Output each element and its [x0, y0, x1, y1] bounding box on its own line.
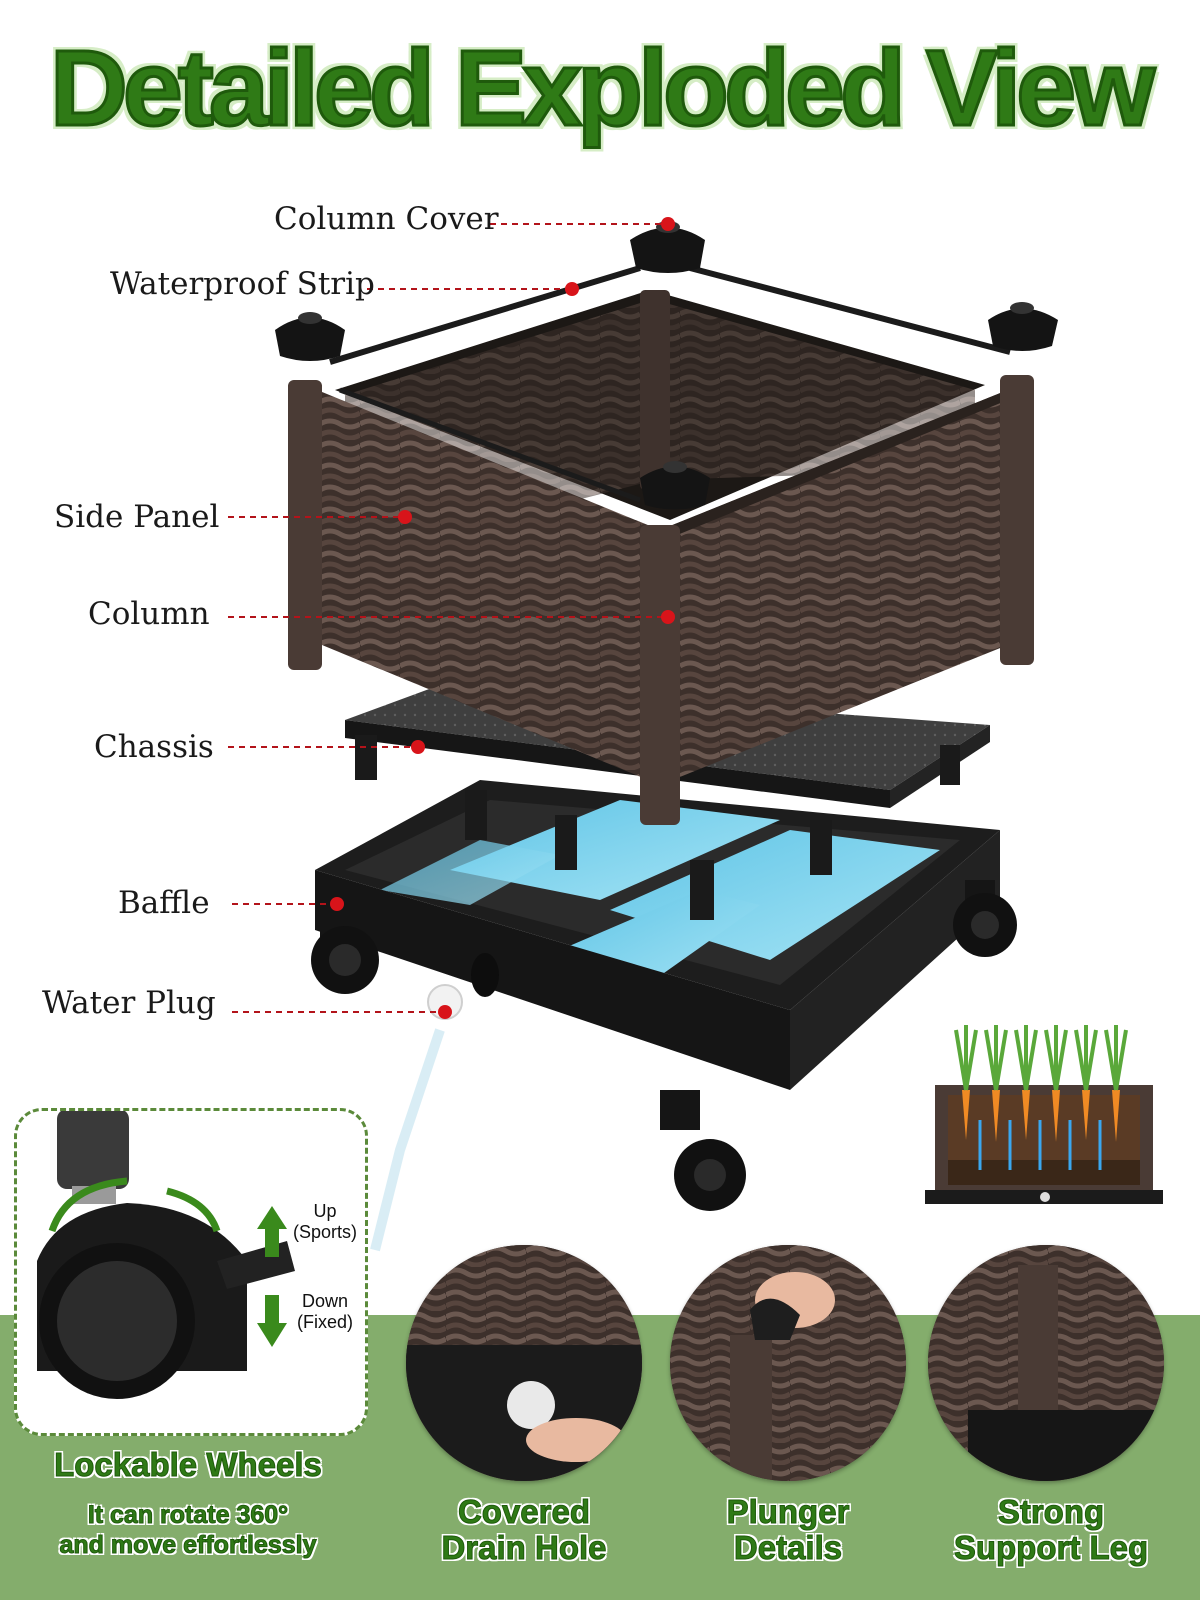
column-covers: [275, 221, 1058, 510]
up-label-text: Up: [313, 1201, 337, 1221]
down-label: Down (Fixed): [285, 1291, 365, 1333]
caster-wheels: [311, 893, 1017, 1211]
label-water-plug: Water Plug: [42, 985, 216, 1021]
baffle-tray: [315, 780, 1000, 1130]
label-side-panel: Side Panel: [54, 499, 220, 535]
support-leg-image: [928, 1245, 1164, 1481]
drain-hole-title-line-1: Covered: [457, 1493, 591, 1530]
drain-hole-photo: [406, 1245, 642, 1481]
support-leg-title-line-1: Strong: [997, 1493, 1105, 1530]
lockable-desc-line-1: It can rotate 360°: [87, 1501, 289, 1530]
label-waterproof-strip: Waterproof Strip: [110, 266, 375, 302]
label-chassis: Chassis: [94, 729, 214, 765]
label-column: Column: [88, 596, 210, 632]
carrot-planter-inset: [925, 1025, 1163, 1204]
lockable-wheels-title: Lockable Wheels: [54, 1446, 323, 1484]
water-plug-and-stream: [370, 984, 463, 1252]
planter-box: [288, 290, 1034, 825]
plunger-photo: [670, 1245, 906, 1481]
support-leg-title-line-2: Support Leg: [953, 1529, 1149, 1566]
plunger-image: [670, 1245, 906, 1481]
down-label-sub: (Fixed): [296, 1312, 353, 1332]
page-title: Detailed Exploded View: [48, 26, 1156, 149]
up-label: Up (Sports): [285, 1201, 365, 1243]
leader-lines: [228, 223, 668, 1013]
up-label-sub: (Sports): [292, 1222, 357, 1242]
lockable-desc-line-2: and move effortlessly: [59, 1531, 317, 1560]
drain-hole-title-line-2: Drain Hole: [441, 1529, 607, 1566]
plunger-title-line-1: Plunger: [726, 1493, 850, 1530]
label-baffle: Baffle: [118, 885, 210, 921]
leader-dots: [330, 217, 675, 1019]
plunger-title-line-2: Details: [733, 1529, 843, 1566]
lockable-wheel-panel: Up (Sports) Down (Fixed): [14, 1108, 368, 1436]
caster-wheel-icon: [37, 1111, 295, 1399]
drain-hole-image: [406, 1245, 642, 1481]
waterproof-strips: [329, 265, 1011, 503]
down-label-text: Down: [301, 1291, 349, 1311]
label-column-cover: Column Cover: [274, 201, 499, 237]
support-leg-photo: [928, 1245, 1164, 1481]
